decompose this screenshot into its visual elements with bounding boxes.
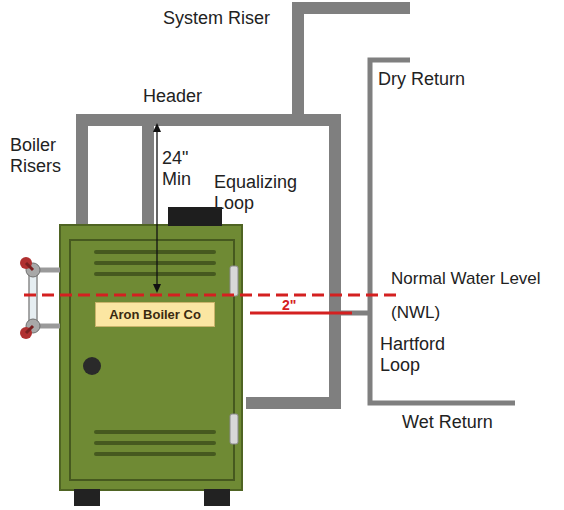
part-label: Normal Water Level (NWL)	[391, 262, 561, 330]
plate-text: Aron Boiler Co	[109, 307, 201, 322]
part-label: Equalizing Loop	[214, 172, 326, 214]
boiler-riser	[142, 120, 154, 226]
dimension-arrow	[153, 123, 161, 293]
part-label: Dry Return	[378, 69, 465, 90]
dimension-label: 24" Min	[161, 148, 201, 190]
gauge-glass	[20, 257, 60, 339]
system-riser-pipe	[298, 8, 410, 120]
boiler-leg	[74, 489, 100, 506]
boiler-leg	[204, 489, 230, 506]
name-plate: Aron Boiler Co	[95, 302, 215, 327]
dimension-label: 2"	[282, 298, 296, 312]
part-label: System Riser	[163, 8, 270, 29]
boiler-body	[60, 225, 242, 490]
part-label: Wet Return	[402, 412, 493, 433]
boiler-door	[70, 240, 234, 480]
part-label: Boiler Risers	[10, 135, 72, 177]
louvers	[96, 252, 214, 454]
flue-collar	[168, 207, 222, 226]
water-level-line	[24, 294, 402, 297]
return-pipe	[370, 60, 515, 403]
door-knob	[83, 357, 101, 375]
dimension-line	[250, 312, 352, 315]
part-label: Header	[143, 86, 202, 107]
part-label: Hartford Loop	[380, 334, 462, 376]
door-hinge	[230, 414, 238, 444]
door-hinge	[230, 266, 238, 296]
